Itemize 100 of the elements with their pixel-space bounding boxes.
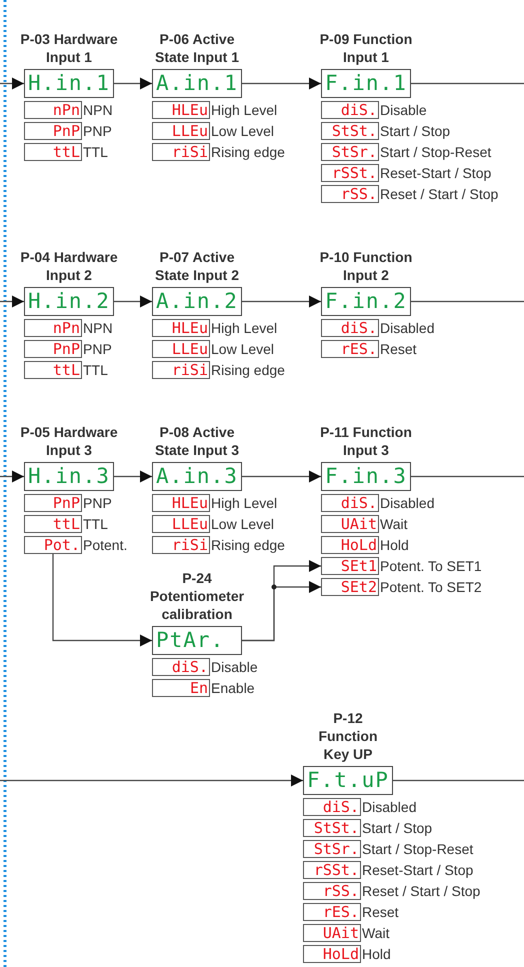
option-label: TTL xyxy=(83,516,108,532)
option-label: Start / Stop xyxy=(362,820,432,836)
display-code: F.in.2 xyxy=(325,291,407,312)
option-code: Pot. xyxy=(44,538,80,552)
option-code: diS. xyxy=(340,320,377,336)
option-label: Potent. To SET2 xyxy=(380,579,482,595)
option-label: Wait xyxy=(380,516,408,532)
option-label: High Level xyxy=(211,102,278,118)
parameter-heading: P-08 Active State Input 3 xyxy=(154,423,240,459)
option-label: TTL xyxy=(83,362,108,378)
option-code: LLEu xyxy=(172,516,208,532)
option-code: diS. xyxy=(340,496,377,510)
option-label: Rising edge xyxy=(211,362,285,378)
display-code: A.in.3 xyxy=(156,466,238,487)
display-code: A.in.2 xyxy=(156,291,238,312)
option-code: rSSt. xyxy=(332,166,377,180)
option-label: Wait xyxy=(362,925,390,941)
parameter-heading: P-10 Function Input 2 xyxy=(318,248,414,284)
option-code: nPn xyxy=(52,102,80,118)
display-code: PtAr. xyxy=(156,630,224,651)
option-code: riSi xyxy=(172,538,208,552)
parameter-heading: P-05 Hardware Input 3 xyxy=(20,423,118,459)
option-code: LLEu xyxy=(172,342,208,356)
option-code: PnP xyxy=(52,342,80,356)
display-code: H.in.3 xyxy=(28,466,110,487)
option-label: NPN xyxy=(83,102,113,118)
connector-arrow xyxy=(0,296,24,308)
option-label: Reset / Start / Stop xyxy=(362,883,480,899)
option-label: Disable xyxy=(211,659,258,675)
display-code: A.in.1 xyxy=(156,73,238,94)
option-code: LLEu xyxy=(172,124,208,138)
connector-arrow xyxy=(0,774,303,786)
option-code: HoLd xyxy=(322,946,359,962)
option-label: Low Level xyxy=(211,123,274,139)
option-label: PNP xyxy=(83,123,112,139)
option-code: ttL xyxy=(52,516,80,532)
option-code: rSS. xyxy=(322,884,359,898)
display-code: F.in.1 xyxy=(325,73,407,94)
option-label: Reset xyxy=(380,341,417,357)
connector-arrow xyxy=(114,78,152,90)
option-label: Start / Stop-Reset xyxy=(362,841,474,857)
option-code: SEt1 xyxy=(340,558,377,574)
option-label: High Level xyxy=(211,320,278,336)
option-code: diS. xyxy=(322,800,359,814)
option-code: HoLd xyxy=(340,538,377,552)
option-label: Hold xyxy=(380,537,409,553)
parameter-heading: P-03 Hardware Input 1 xyxy=(20,30,118,66)
option-label: Reset-Start / Stop xyxy=(362,862,474,878)
option-code: ttL xyxy=(52,144,80,160)
option-label: TTL xyxy=(83,144,108,160)
option-code: riSi xyxy=(172,362,208,378)
option-code: ttL xyxy=(52,362,80,378)
option-label: High Level xyxy=(211,495,278,511)
option-label: Hold xyxy=(362,946,391,962)
option-code: riSi xyxy=(172,144,208,160)
option-code: PnP xyxy=(52,496,80,510)
option-label: Start / Stop xyxy=(380,123,450,139)
option-code: diS. xyxy=(172,660,208,674)
option-code: HLEu xyxy=(172,496,208,510)
option-label: Disabled xyxy=(362,799,416,815)
parameter-heading: P-06 Active State Input 1 xyxy=(154,30,240,66)
option-code: HLEu xyxy=(172,320,208,336)
option-code: nPn xyxy=(52,320,80,336)
option-code: rES. xyxy=(340,342,377,356)
option-label: Reset / Start / Stop xyxy=(380,186,498,202)
parameter-heading: P-12 Function Key UP xyxy=(317,709,379,763)
connector-arrow xyxy=(114,470,152,482)
connector-arrow xyxy=(242,470,321,482)
option-label: Rising edge xyxy=(211,144,285,160)
option-code: En xyxy=(190,680,208,696)
option-label: PNP xyxy=(83,495,112,511)
connector-arrow xyxy=(52,554,152,646)
display-code: F.in.3 xyxy=(325,466,407,487)
option-code: StSt. xyxy=(314,820,359,836)
option-label: Low Level xyxy=(211,516,274,532)
option-code: HLEu xyxy=(172,102,208,118)
option-label: NPN xyxy=(83,320,113,336)
parameter-heading: P-11 Function Input 3 xyxy=(319,423,413,459)
option-label: Potent. xyxy=(83,537,128,553)
option-code: StSt. xyxy=(332,124,377,138)
option-label: PNP xyxy=(83,341,112,357)
connector-arrow xyxy=(114,296,152,308)
option-code: PnP xyxy=(52,124,80,138)
option-label: Disabled xyxy=(380,495,434,511)
display-code: H.in.2 xyxy=(28,291,110,312)
connector-arrow xyxy=(242,78,321,90)
option-label: Disabled xyxy=(380,320,434,336)
option-code: rSS. xyxy=(340,186,377,202)
option-code: UAit xyxy=(322,926,359,940)
parameter-heading: P-09 Function Input 1 xyxy=(318,30,414,66)
parameter-heading: P-24 Potentiometer calibration xyxy=(148,569,246,623)
option-code: StSr. xyxy=(314,842,359,856)
option-label: Start / Stop-Reset xyxy=(380,144,492,160)
parameter-heading: P-04 Hardware Input 2 xyxy=(20,248,118,284)
option-label: Reset-Start / Stop xyxy=(380,165,492,181)
connector-arrow xyxy=(0,78,24,90)
option-code: UAit xyxy=(340,516,377,532)
option-code: rSSt. xyxy=(314,862,359,878)
option-label: Reset xyxy=(362,904,399,920)
option-code: rES. xyxy=(322,904,359,920)
